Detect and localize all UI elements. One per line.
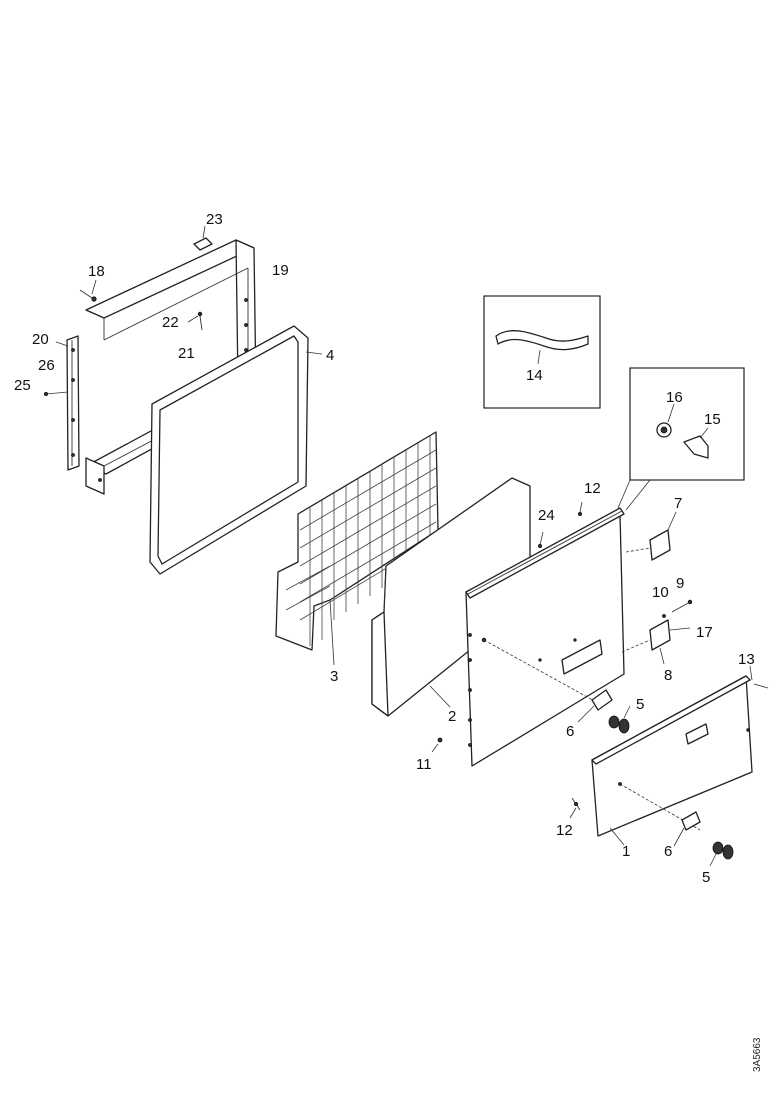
callout-7: 7 [674,495,682,512]
callout-20: 20 [32,331,49,348]
callout-18: 18 [88,263,105,280]
callout-5-upper: 5 [636,696,644,713]
part-9-10-screws [662,599,693,618]
part-7-hinge [625,511,677,561]
callout-13: 13 [738,651,755,668]
callout-6-lower: 6 [664,843,672,860]
callout-11: 11 [416,756,432,773]
part-23-bracket [193,225,213,251]
inset-box-15-16 [617,367,745,511]
callout-17: 17 [696,624,713,641]
callout-24: 24 [538,507,555,524]
door-inner-panel [465,501,625,767]
callout-23: 23 [206,211,223,228]
callout-19: 19 [272,262,289,279]
callout-14: 14 [526,367,543,384]
callout-12-lower: 12 [556,822,573,839]
callout-labels: 1 2 3 4 5 5 6 6 7 8 9 10 11 12 12 13 14 … [14,211,755,886]
callout-16: 16 [666,389,683,406]
part-2-insulation [371,477,531,717]
knob-assembly-lower [673,811,734,867]
callout-3: 3 [330,668,338,685]
callout-4: 4 [326,347,334,364]
callout-26: 26 [38,357,55,374]
part-12-screw-lower [569,797,581,819]
part-18-screw [79,279,97,302]
callout-2: 2 [448,708,456,725]
callout-21: 21 [178,345,195,362]
drawing-number: 3A5663 [752,1037,763,1072]
part-1-outer-panel [591,675,753,846]
callout-22: 22 [162,314,179,331]
inset-box-14 [483,295,601,409]
callout-15: 15 [704,411,721,428]
callout-6-upper: 6 [566,723,574,740]
part-4-gasket [149,325,323,575]
callout-25: 25 [14,377,31,394]
part-13-screw [749,665,769,689]
callout-5-lower: 5 [702,869,710,886]
part-11-screw [431,737,443,753]
part-21-22-screw [187,311,203,331]
callout-1: 1 [622,843,630,860]
part-20-side-bracket [44,335,80,471]
knob-assembly-upper [577,689,631,734]
callout-12-upper: 12 [584,480,601,497]
part-3-mesh [275,431,439,666]
callout-10: 10 [652,584,669,601]
part-8-hinge [621,619,691,665]
callout-9: 9 [676,575,684,592]
callout-8: 8 [664,667,672,684]
